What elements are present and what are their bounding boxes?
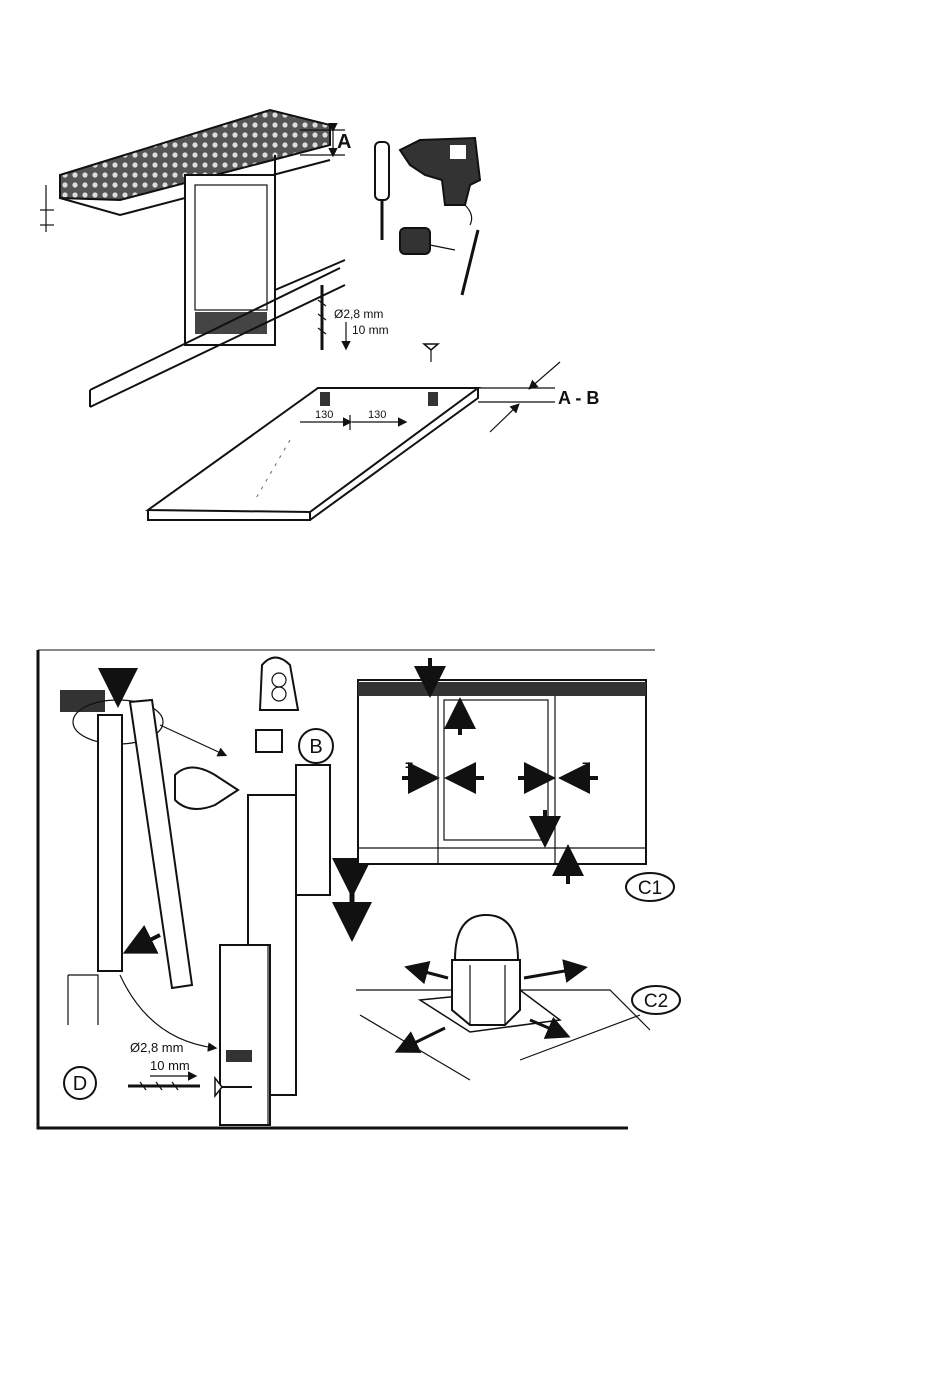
label-d: D [73,1073,87,1095]
pencil-icon [462,230,478,295]
dim-right-label: 130 [368,409,386,421]
dim-left-label: 130 [315,409,333,421]
d-drill-diameter-label: Ø2,8 mm [130,1040,183,1055]
bottom-installation-figure: B Ø2,8 mm 10 mm D [38,650,680,1128]
label-c1: C1 [638,878,662,899]
drill-diameter-label: Ø2,8 mm [334,307,383,321]
drill-depth-label: 10 mm [352,323,389,337]
top-installation-figure: A Ø2,8 mm [40,110,599,520]
drill-icon [400,138,480,225]
hinge-adjustment-detail [175,658,352,1126]
equal-mark-right: = [582,757,590,773]
door-alignment-detail [358,658,646,884]
d-drill-bit-icon [128,1082,200,1090]
mounting-board [148,388,478,520]
door-hinge-detail [60,670,225,1048]
label-a-minus-b: A - B [558,388,599,408]
label-b: B [309,736,322,758]
tape-measure-icon [400,228,455,254]
appliance-door [185,175,275,345]
worktop-height-marker [40,185,54,232]
label-c2: C2 [644,991,668,1012]
dimension-ab-marker [470,362,560,432]
screwdriver-icon [375,142,389,240]
screw-icon [424,344,438,362]
equal-mark-left: = [405,757,413,773]
label-a: A [337,131,351,153]
d-drill-depth-label: 10 mm [150,1058,190,1073]
cap-nut-detail [356,915,650,1080]
